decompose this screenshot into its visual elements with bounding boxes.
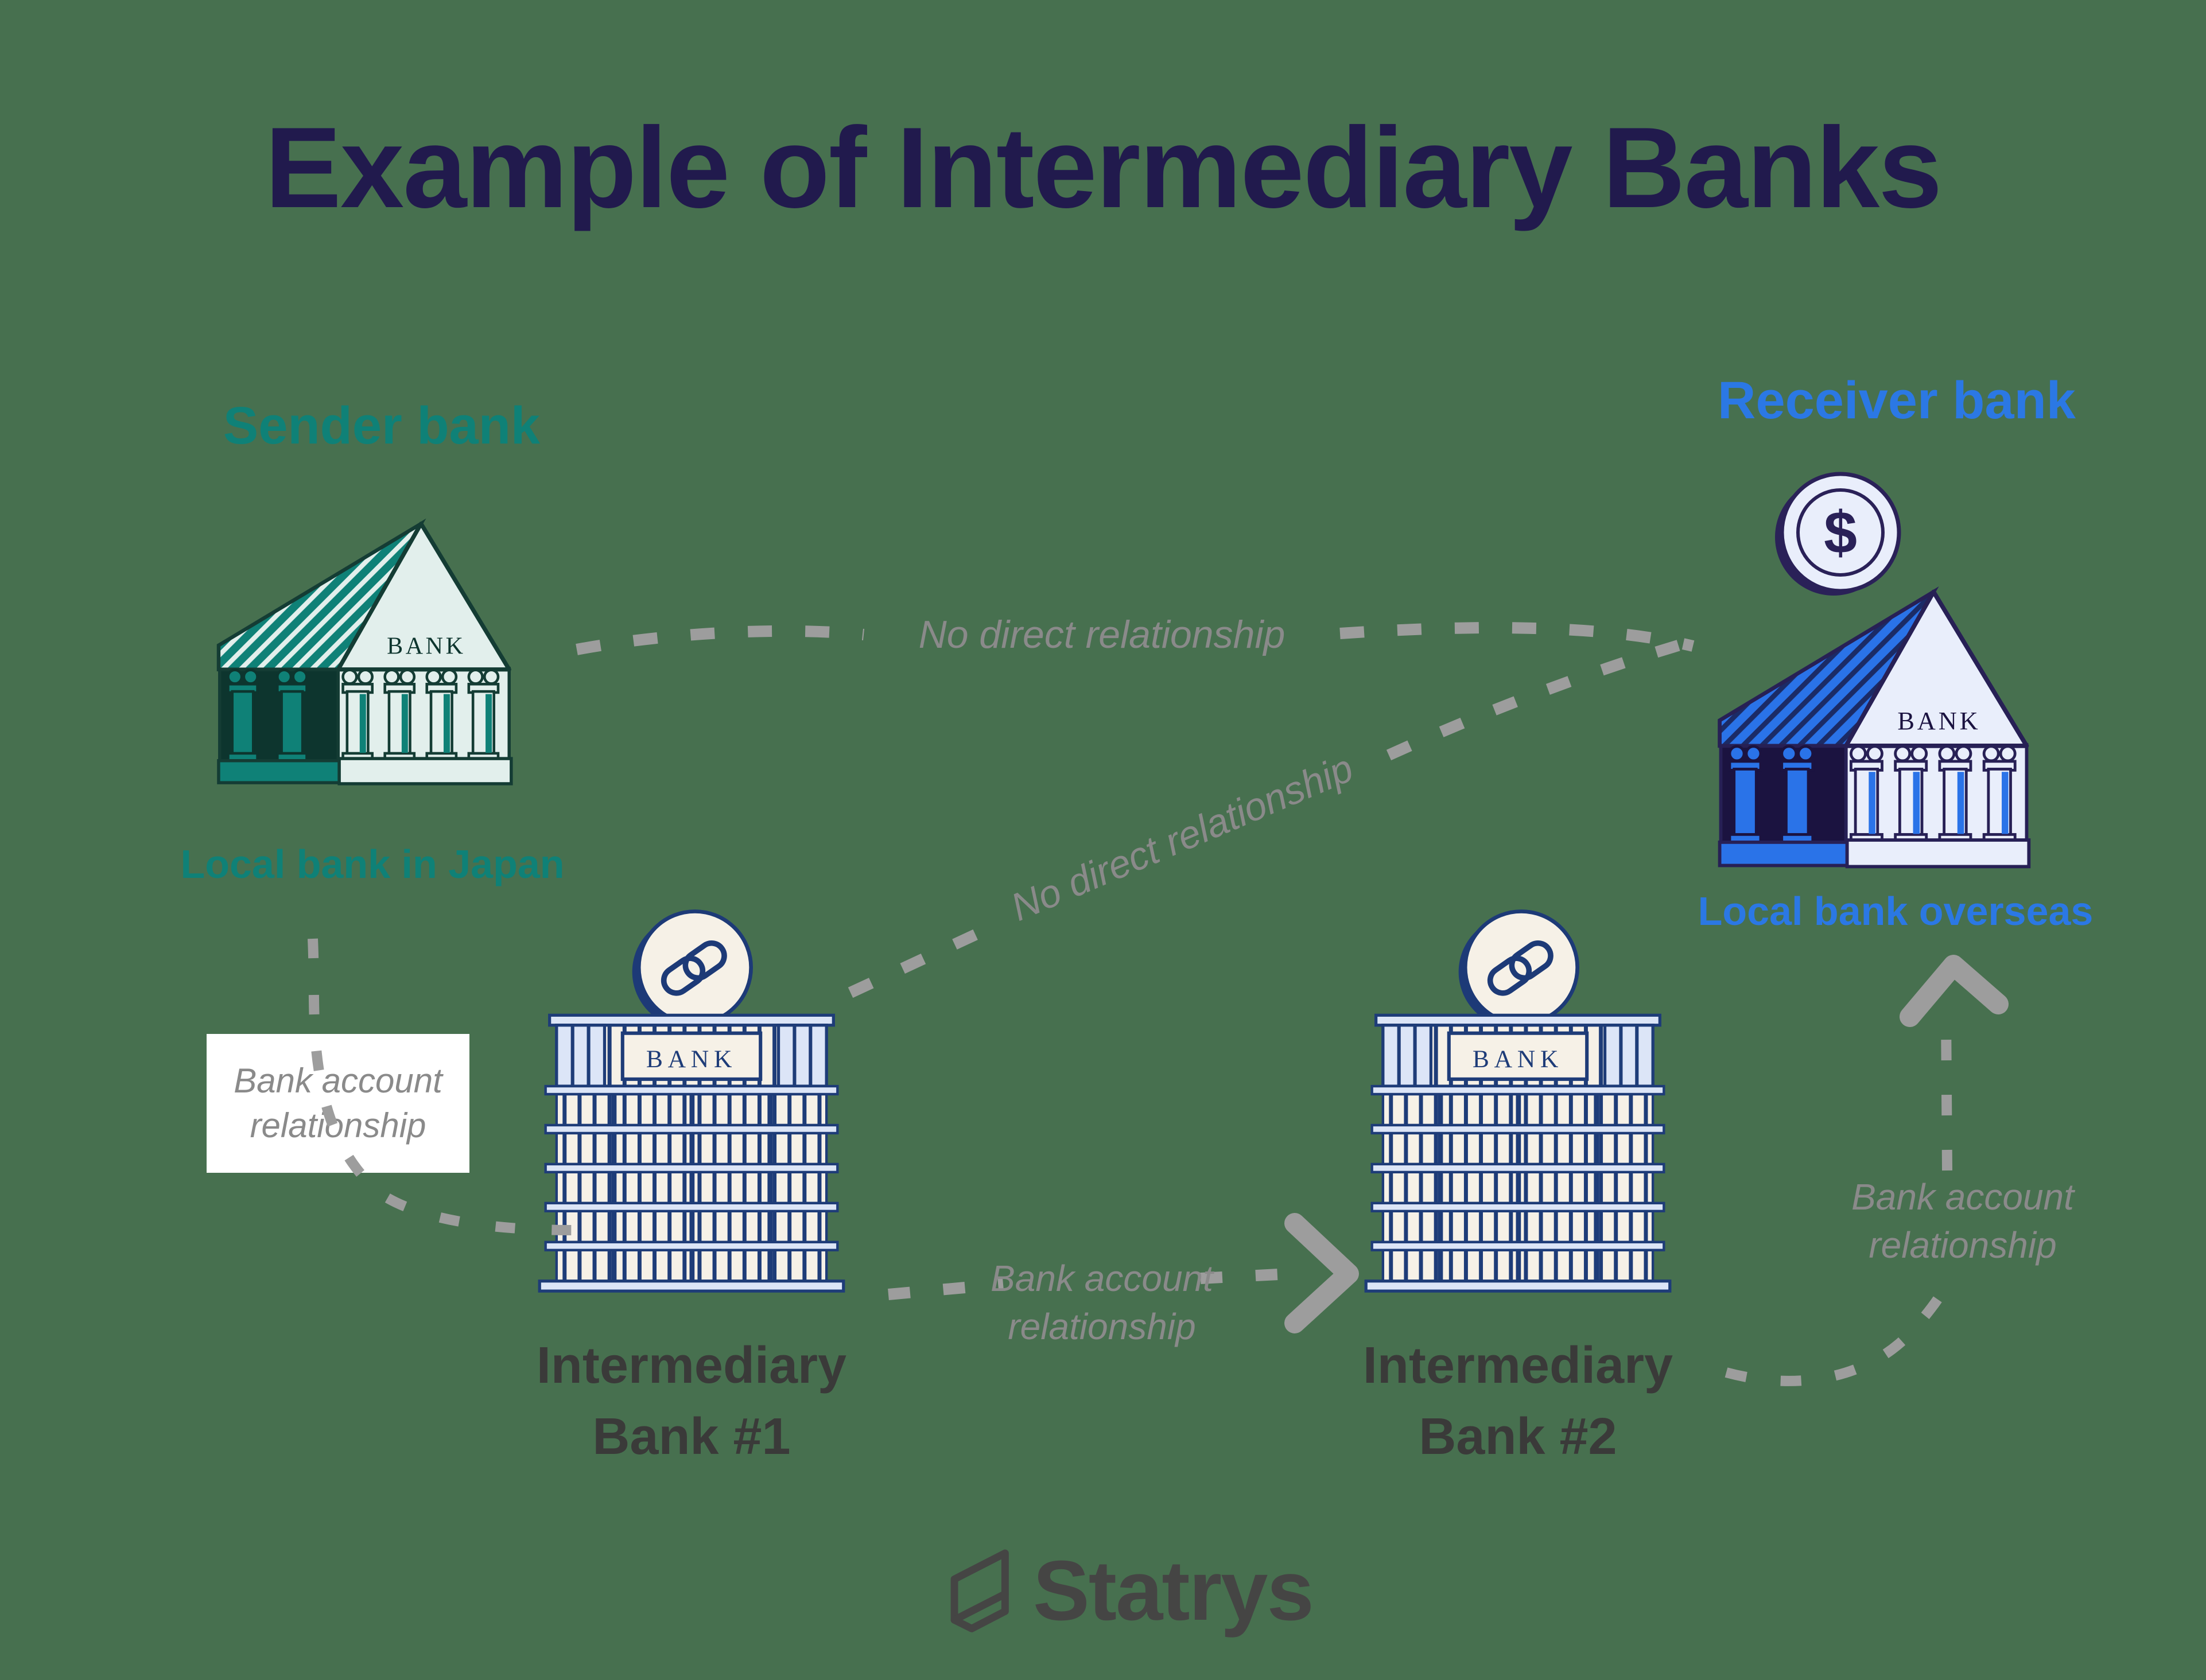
no-direct-relationship-line-top-left [576, 625, 865, 655]
page-title: Example of Intermediary Banks [265, 104, 1943, 232]
bank-account-relationship-middle-line1: Bank account [991, 1258, 1213, 1299]
intermediary-bank-2-label: Intermediary Bank #2 [1346, 1330, 1690, 1472]
bank-account-relationship-line-right-vertical [1941, 1013, 1952, 1171]
no-direct-relationship-line-top-right [1339, 622, 1695, 652]
intermediary-bank-1-building-icon: BANK [537, 1009, 846, 1296]
arrow-right-icon [1284, 1213, 1359, 1333]
bank-account-relationship-box-line2: relationship [250, 1106, 426, 1145]
bank-account-relationship-middle-line2: relationship [1008, 1306, 1196, 1348]
sender-column-shadows [359, 694, 492, 753]
statrys-logo-icon [946, 1547, 1026, 1640]
receiver-bank-building-icon: BANK [1713, 578, 2034, 878]
intermediary-bank-2-label-line1: Intermediary [1362, 1337, 1673, 1394]
no-direct-relationship-line-diagonal-upper [1386, 636, 1694, 761]
sender-left-columns [227, 668, 308, 763]
sender-bank-building-icon: BANK [212, 508, 516, 798]
intermediary-bank-2-building-icon: BANK [1363, 1009, 1673, 1296]
intermediary-bank-1-label-line2: Bank #1 [592, 1408, 791, 1466]
receiver-bank-caption: Local bank overseas [1698, 889, 2094, 934]
bank-account-relationship-box: Bank account relationship [207, 1034, 469, 1173]
dollar-coin-icon: $ [1770, 466, 1908, 604]
bank-account-relationship-line-right-curve [1725, 1277, 1954, 1386]
bank-account-relationship-box-line1: Bank account [234, 1061, 442, 1100]
floors [544, 1084, 839, 1282]
intermediary-bank-2-sign: BANK [1473, 1045, 1563, 1073]
bank-account-relationship-right-line2: relationship [1869, 1224, 2057, 1266]
no-direct-relationship-label-diagonal: No direct relationship [1004, 746, 1360, 930]
sender-bank-caption: Local bank in Japan [180, 842, 565, 886]
dollar-symbol: $ [1824, 500, 1857, 566]
no-direct-relationship-label-top: No direct relationship [918, 613, 1285, 656]
chain-link-coin-icon-2 [1454, 904, 1586, 1036]
intermediary-bank-1-sign: BANK [646, 1045, 737, 1073]
floors [1370, 1084, 1665, 1282]
receiver-bank-label: Receiver bank [1718, 371, 2076, 430]
intermediary-bank-1-label: Intermediary Bank #1 [519, 1330, 864, 1472]
sender-bank-sign: BANK [387, 633, 465, 659]
arrow-up-icon [1900, 955, 2009, 1027]
bank-account-relationship-label-middle: Bank account relationship [941, 1254, 1263, 1351]
statrys-wordmark: Statrys [1033, 1543, 1314, 1638]
receiver-bank-sign: BANK [1897, 706, 1980, 735]
receiver-column-shadows [1869, 772, 2009, 834]
sender-bank-label: Sender bank [223, 396, 541, 455]
receiver-left-columns [1728, 745, 1815, 844]
bank-account-relationship-right-line1: Bank account [1851, 1176, 2074, 1218]
intermediary-bank-2-label-line2: Bank #2 [1419, 1408, 1617, 1466]
chain-link-coin-icon-1 [628, 904, 760, 1036]
intermediary-bank-1-label-line1: Intermediary [536, 1337, 847, 1394]
bank-account-relationship-label-right: Bank account relationship [1802, 1173, 2123, 1270]
no-direct-relationship-line-diagonal-lower [848, 927, 982, 998]
